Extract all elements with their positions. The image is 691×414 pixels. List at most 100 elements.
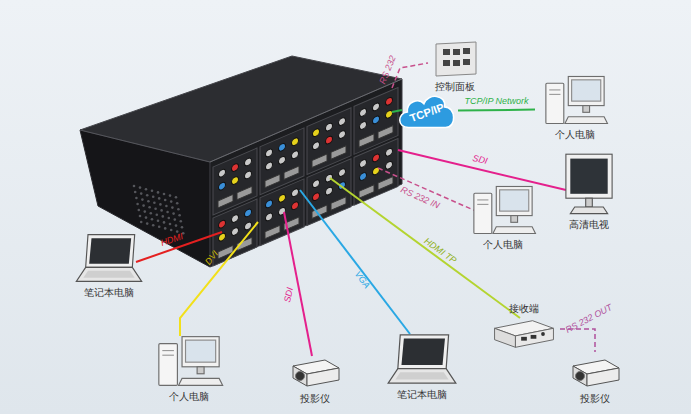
connector-port <box>326 135 333 145</box>
projector-part <box>296 372 305 381</box>
connector-port <box>313 128 320 138</box>
connector-port <box>292 137 299 147</box>
connector-port <box>219 168 226 178</box>
vent-hole <box>151 190 154 193</box>
connector-port <box>313 141 320 151</box>
connector-port <box>386 160 393 170</box>
connector-port <box>373 115 380 125</box>
connector-port <box>386 96 393 106</box>
pc-part <box>572 80 601 101</box>
connector-port <box>219 181 226 191</box>
pc-part <box>159 344 178 386</box>
vent-hole <box>177 208 180 211</box>
pc-node: 个人电脑 <box>148 332 230 408</box>
laptop-part <box>83 271 134 278</box>
connector <box>560 329 595 352</box>
connector-label: RS 232 OUT <box>564 302 615 336</box>
tv-part <box>570 159 607 194</box>
connector-socket <box>218 194 233 207</box>
vent-hole <box>157 220 160 223</box>
vent-hole <box>157 191 160 194</box>
connector-socket <box>359 185 374 198</box>
connector-socket <box>265 174 280 187</box>
vent-hole <box>181 226 184 229</box>
vent-hole <box>146 194 149 197</box>
connector-port <box>360 171 367 181</box>
connector-port <box>279 193 286 203</box>
panel-icon <box>420 40 490 80</box>
device-label: 个人电脑 <box>555 128 595 141</box>
device-label: 高清电视 <box>569 218 609 231</box>
vent-hole <box>145 216 148 219</box>
sdi-wire <box>284 212 312 356</box>
tv-part <box>586 198 593 207</box>
device-label: 笔记本电脑 <box>84 286 134 299</box>
connector-socket <box>331 146 346 159</box>
pc-part <box>197 367 204 374</box>
connector-port <box>339 130 346 140</box>
rs232-in-wire <box>378 168 478 212</box>
vent-hole <box>133 185 136 188</box>
vent-hole <box>164 199 167 202</box>
vent-grille <box>133 185 185 235</box>
vent-hole <box>169 223 172 226</box>
signal-label: RS 232 IN <box>399 185 441 212</box>
projector-node: 投影仪 <box>562 352 628 408</box>
projector-part <box>587 368 619 386</box>
tv-icon <box>556 152 622 218</box>
laptop-node: 笔记本电脑 <box>382 330 462 406</box>
pc-part <box>477 199 488 200</box>
panel-part <box>443 49 450 55</box>
signal-label: SDI <box>471 153 488 167</box>
pc-part <box>496 186 532 215</box>
vent-hole <box>160 209 163 212</box>
laptop-part <box>401 338 445 365</box>
laptop-icon <box>382 330 462 388</box>
vent-hole <box>170 229 173 232</box>
connector-port <box>292 201 299 211</box>
vent-hole <box>172 212 175 215</box>
pc-part <box>549 94 560 95</box>
vent-hole <box>162 215 165 218</box>
vent-hole <box>176 202 179 205</box>
receiver-part <box>541 332 545 336</box>
panel-part <box>443 60 450 66</box>
vent-hole <box>158 197 161 200</box>
device-label: 投影仪 <box>580 392 610 405</box>
cloud-part <box>400 96 454 127</box>
pc-icon <box>148 332 230 390</box>
connector-port <box>326 122 333 132</box>
connector-port <box>386 147 393 157</box>
panel-part <box>453 49 460 55</box>
receiver-part <box>521 337 527 341</box>
connector-socket <box>284 166 299 179</box>
pc-part <box>162 355 174 356</box>
receiver-part <box>515 328 553 347</box>
connector-socket <box>237 186 252 199</box>
connector-port <box>386 109 393 119</box>
port-modules <box>213 87 398 266</box>
receiver-node: 接收端 <box>488 302 560 356</box>
panel-part <box>463 59 470 65</box>
tv-node: 高清电视 <box>556 152 622 236</box>
connector-port <box>245 208 252 218</box>
vent-hole <box>142 204 145 207</box>
rs232-wire <box>392 63 428 88</box>
connector-port <box>360 107 367 117</box>
io-module <box>260 179 304 246</box>
projector-part <box>576 372 585 381</box>
connector-port <box>232 227 239 237</box>
pc-part <box>500 190 529 211</box>
laptop-part <box>89 238 131 264</box>
pc-node: 个人电脑 <box>535 72 615 146</box>
connector-port <box>360 120 367 130</box>
panel-part <box>436 42 476 76</box>
vent-hole <box>175 224 178 227</box>
network-wire <box>392 110 402 112</box>
vent-hole <box>166 211 169 214</box>
connector-socket <box>359 134 374 147</box>
vent-hole <box>159 203 162 206</box>
connector-socket <box>312 154 327 167</box>
laptop-part <box>86 235 135 268</box>
